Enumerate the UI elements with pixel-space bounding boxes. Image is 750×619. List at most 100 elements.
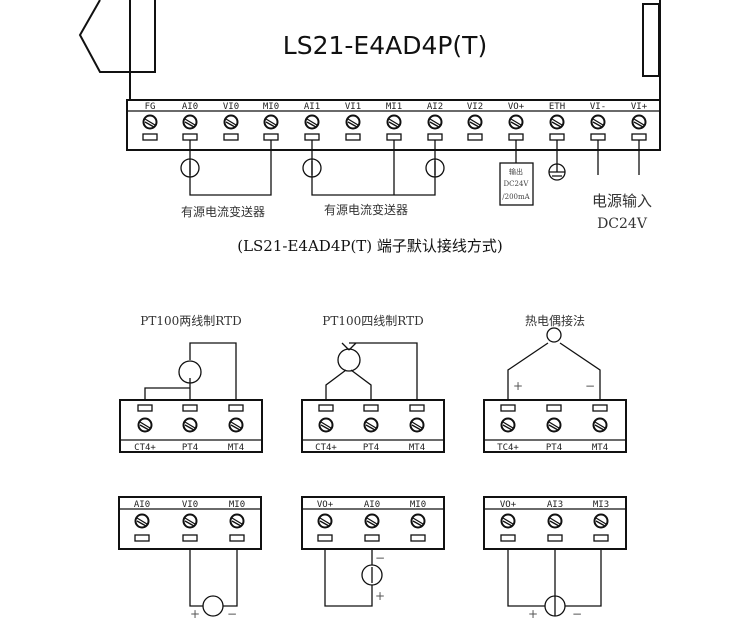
terminal-label: CT4+ xyxy=(315,443,337,453)
terminal-label: AI0 xyxy=(134,500,150,510)
terminal-label: VI2 xyxy=(467,102,483,112)
screw-icon[interactable] xyxy=(182,417,198,433)
current-source-icon xyxy=(544,595,566,617)
screw-icon[interactable] xyxy=(409,417,425,433)
screw-icon[interactable] xyxy=(228,417,244,433)
module-housing: LS21-E4AD4P(T) xyxy=(78,0,661,100)
screw-icon[interactable] xyxy=(182,114,198,130)
terminal-slot xyxy=(592,404,608,412)
terminal-slot xyxy=(182,534,198,542)
terminal-label: MI0 xyxy=(263,102,279,112)
terminal-label: AI0 xyxy=(182,102,198,112)
terminal-label: TC4+ xyxy=(497,443,519,453)
screw-icon[interactable] xyxy=(317,513,333,529)
terminal-slot xyxy=(317,534,333,542)
screw-icon[interactable] xyxy=(386,114,402,130)
current-source-icon xyxy=(425,158,445,178)
screw-icon[interactable] xyxy=(592,417,608,433)
terminal-slot xyxy=(363,404,379,412)
terminal-slot xyxy=(547,534,563,542)
terminal-label: PT4 xyxy=(182,443,198,453)
rtd-icon xyxy=(337,348,361,372)
terminal-label: MT4 xyxy=(409,443,425,453)
screw-icon[interactable] xyxy=(137,417,153,433)
module-title: LS21-E4AD4P(T) xyxy=(283,31,487,60)
screw-icon[interactable] xyxy=(500,513,516,529)
terminal-label: VO+ xyxy=(508,102,525,112)
terminal-slot xyxy=(182,404,198,412)
terminal-label: VO+ xyxy=(317,500,334,510)
terminal-slot xyxy=(386,133,402,141)
terminal-label: FG xyxy=(145,102,156,112)
current-source-icon xyxy=(180,158,200,178)
wiring-title: PT100两线制RTD xyxy=(140,314,241,328)
thermocouple-icon xyxy=(546,327,562,343)
terminal-slot xyxy=(546,404,562,412)
terminal-slot xyxy=(137,404,153,412)
terminal-label: MT4 xyxy=(592,443,608,453)
terminal-slot xyxy=(304,133,320,141)
terminal-label: ETH xyxy=(549,102,565,112)
terminal-slot xyxy=(631,133,647,141)
screw-icon[interactable] xyxy=(263,114,279,130)
wiring-title: 热电偶接法 xyxy=(525,313,585,328)
screw-icon[interactable] xyxy=(229,513,245,529)
top-wiring: 输出 DC24V /200mA 有源电流变送器 有源电流变送器 电源输入 DC2… xyxy=(180,140,652,255)
screw-icon[interactable] xyxy=(631,114,647,130)
output-box xyxy=(499,162,534,206)
terminal-label: VI1 xyxy=(345,102,361,112)
terminal-label: CT4+ xyxy=(134,443,156,453)
minus-sign: − xyxy=(375,551,385,565)
plus-sign: + xyxy=(513,379,523,393)
screw-icon[interactable] xyxy=(318,417,334,433)
screw-icon[interactable] xyxy=(593,513,609,529)
current-source-icon xyxy=(361,564,383,586)
screw-icon[interactable] xyxy=(427,114,443,130)
output-box-label: 输出 xyxy=(509,167,523,176)
terminal-slot xyxy=(182,133,198,141)
screw-icon[interactable] xyxy=(547,513,563,529)
terminal-label: VI0 xyxy=(223,102,239,112)
terminal-label: PT4 xyxy=(363,443,379,453)
sensor-wiring: + − xyxy=(144,327,601,400)
screw-icon[interactable] xyxy=(546,417,562,433)
screw-icon[interactable] xyxy=(304,114,320,130)
screw-icon[interactable] xyxy=(182,513,198,529)
terminal-slot xyxy=(549,133,565,141)
terminal-label: PT4 xyxy=(546,443,562,453)
terminal-slot xyxy=(263,133,279,141)
screw-icon[interactable] xyxy=(364,513,380,529)
terminal-slot xyxy=(345,133,361,141)
plus-sign: + xyxy=(528,607,538,619)
screw-icon[interactable] xyxy=(467,114,483,130)
terminal-slot xyxy=(364,534,380,542)
current-source-icon xyxy=(202,595,224,617)
screw-icon[interactable] xyxy=(549,114,565,130)
current-source-icon xyxy=(302,158,322,178)
terminal-label: AI3 xyxy=(547,500,563,510)
screw-icon[interactable] xyxy=(590,114,606,130)
power-input-label: 电源输入 xyxy=(592,192,652,210)
screw-icon[interactable] xyxy=(223,114,239,130)
screw-icon[interactable] xyxy=(363,417,379,433)
plus-sign: + xyxy=(375,589,385,603)
screw-icon[interactable] xyxy=(410,513,426,529)
rtd-icon xyxy=(178,360,202,384)
screw-icon[interactable] xyxy=(134,513,150,529)
power-voltage-label: DC24V xyxy=(597,216,648,232)
terminal-label: MI3 xyxy=(593,500,609,510)
minus-sign: − xyxy=(585,379,595,393)
terminal-label: AI1 xyxy=(304,102,320,112)
terminal-slot xyxy=(500,404,516,412)
screw-icon[interactable] xyxy=(500,417,516,433)
terminal-label: VO+ xyxy=(500,500,517,510)
screw-icon[interactable] xyxy=(508,114,524,130)
terminal-label: AI2 xyxy=(427,102,443,112)
screw-icon[interactable] xyxy=(142,114,158,130)
terminal-slot xyxy=(134,534,150,542)
screw-icon[interactable] xyxy=(345,114,361,130)
plus-sign: + xyxy=(190,607,200,619)
